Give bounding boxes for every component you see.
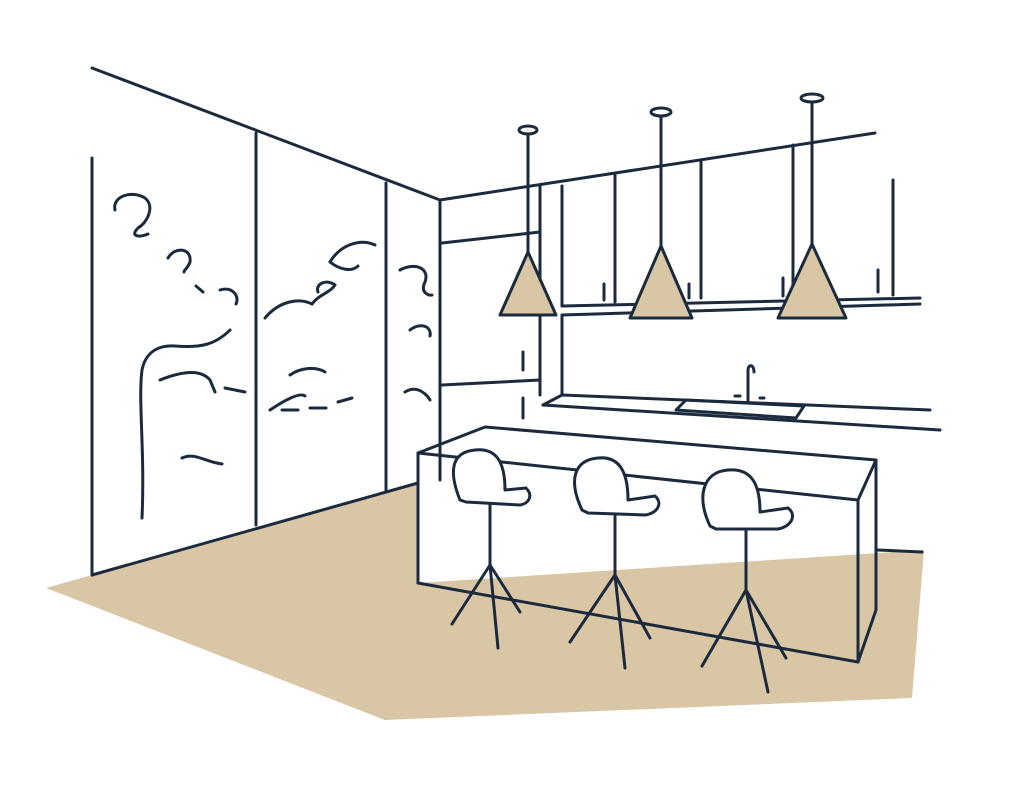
- kitchen-island: [416, 425, 878, 664]
- wall-mural: [113, 193, 434, 520]
- bar-stool-1: [450, 448, 532, 650]
- bar-stool-2: [568, 456, 661, 670]
- room-walls: [90, 66, 877, 577]
- tall-cabinet: [440, 230, 542, 420]
- pendant-light-1: [498, 124, 558, 317]
- back-counter: [541, 313, 942, 554]
- upper-cabinets: [560, 143, 922, 317]
- pendant-light-3: [776, 92, 848, 320]
- sink: [674, 364, 806, 420]
- pendant-light-2: [628, 106, 694, 320]
- bar-stool-3: [700, 468, 794, 694]
